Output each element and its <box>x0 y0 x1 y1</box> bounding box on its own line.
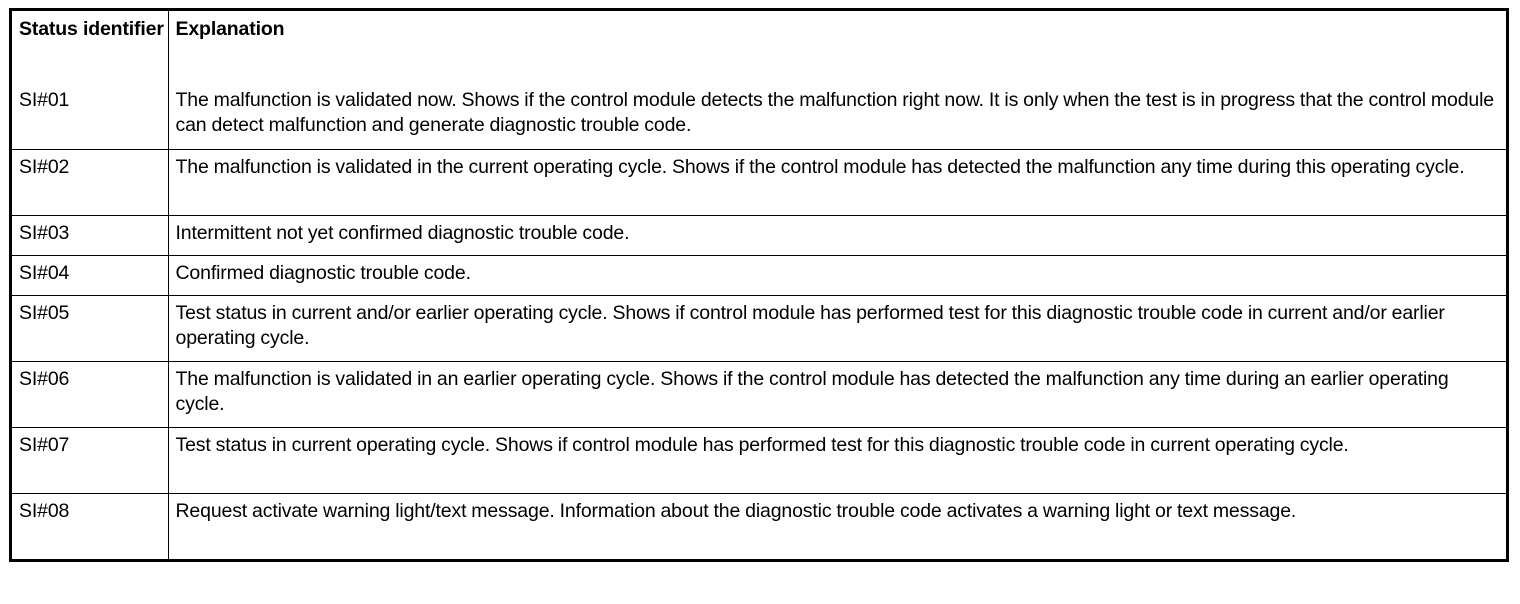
cell-explanation: Intermittent not yet confirmed diagnosti… <box>167 214 1506 256</box>
cell-explanation: Request activate warning light/text mess… <box>167 492 1506 559</box>
table-row: SI#01 The malfunction is validated now. … <box>12 83 1506 150</box>
cell-explanation: The malfunction is validated now. Shows … <box>167 83 1506 150</box>
cell-explanation: Confirmed diagnostic trouble code. <box>167 254 1506 296</box>
cell-status-identifier: SI#06 <box>12 360 169 428</box>
table-row: SI#06 The malfunction is validated in an… <box>12 360 1506 428</box>
table-header-row: Status identifier Explanation <box>12 11 1506 83</box>
cell-status-identifier: SI#01 <box>12 83 169 150</box>
cell-status-identifier: SI#03 <box>12 214 169 256</box>
cell-explanation: The malfunction is validated in an earli… <box>167 360 1506 428</box>
table-row: SI#02 The malfunction is validated in th… <box>12 148 1506 216</box>
column-header-status-identifier: Status identifier <box>12 11 169 83</box>
cell-status-identifier: SI#02 <box>12 148 169 216</box>
cell-status-identifier: SI#08 <box>12 492 169 559</box>
table-header: Status identifier Explanation <box>12 11 1506 83</box>
cell-explanation: Test status in current operating cycle. … <box>167 426 1506 494</box>
status-identifier-table: Status identifier Explanation SI#01 The … <box>12 11 1506 559</box>
table-row: SI#07 Test status in current operating c… <box>12 426 1506 494</box>
cell-status-identifier: SI#04 <box>12 254 169 296</box>
table-row: SI#03 Intermittent not yet confirmed dia… <box>12 214 1506 256</box>
table-body: SI#01 The malfunction is validated now. … <box>12 83 1506 559</box>
column-header-explanation: Explanation <box>167 11 1506 83</box>
table-row: SI#08 Request activate warning light/tex… <box>12 492 1506 559</box>
cell-explanation: Test status in current and/or earlier op… <box>167 294 1506 362</box>
cell-explanation: The malfunction is validated in the curr… <box>167 148 1506 216</box>
status-identifier-table-container: Status identifier Explanation SI#01 The … <box>9 8 1509 562</box>
table-row: SI#05 Test status in current and/or earl… <box>12 294 1506 362</box>
cell-status-identifier: SI#07 <box>12 426 169 494</box>
cell-status-identifier: SI#05 <box>12 294 169 362</box>
table-row: SI#04 Confirmed diagnostic trouble code. <box>12 254 1506 296</box>
